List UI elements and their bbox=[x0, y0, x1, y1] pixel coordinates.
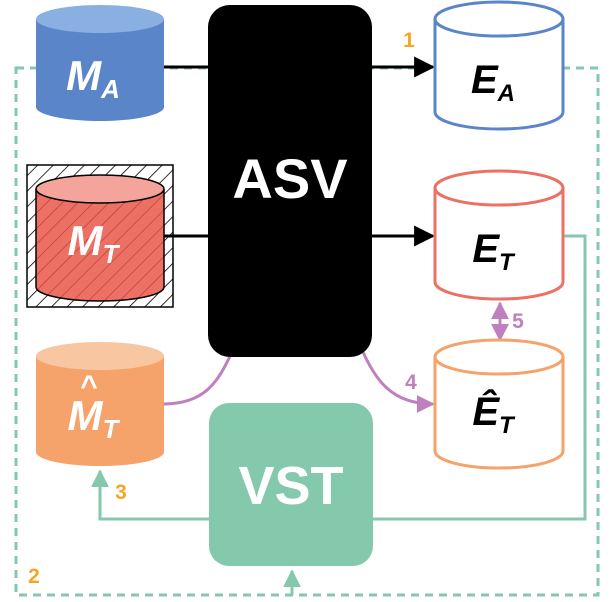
green-feedback-path bbox=[91, 234, 587, 521]
dashed-boundary bbox=[14, 66, 600, 597]
model-ma-label: MA bbox=[66, 52, 120, 104]
curve-mthat-to-asv bbox=[162, 351, 234, 406]
step-5-label: 5 bbox=[512, 310, 524, 333]
arrow-asv-to-ethat bbox=[360, 349, 435, 413]
model-mthat-label: MT bbox=[68, 392, 121, 444]
embedding-et-cylinder: ET bbox=[433, 169, 565, 301]
step-2-label: 2 bbox=[28, 565, 40, 588]
asv-label: ASV bbox=[232, 147, 347, 210]
embedding-ea-cylinder: EA bbox=[433, 0, 565, 131]
model-mt-cylinder: MT bbox=[26, 164, 174, 308]
step-3-label: 3 bbox=[115, 481, 127, 504]
vst-block bbox=[209, 403, 373, 566]
asv-block bbox=[208, 5, 372, 357]
embedding-ethat-cylinder: ÊT bbox=[433, 338, 565, 470]
model-mthat-accent: ^ bbox=[80, 370, 98, 403]
vst-label: VST bbox=[238, 456, 343, 516]
model-ma-cylinder: MA bbox=[36, 5, 164, 121]
embedding-ethat-label: ÊT bbox=[472, 388, 516, 439]
step-1-label: 1 bbox=[403, 29, 415, 52]
embedding-et-label: ET bbox=[472, 227, 516, 276]
step-4-label: 4 bbox=[405, 371, 417, 394]
model-mthat-cylinder: ^ MT bbox=[36, 342, 164, 466]
model-mt-label: MT bbox=[68, 217, 121, 269]
embedding-ea-label: EA bbox=[471, 58, 515, 107]
